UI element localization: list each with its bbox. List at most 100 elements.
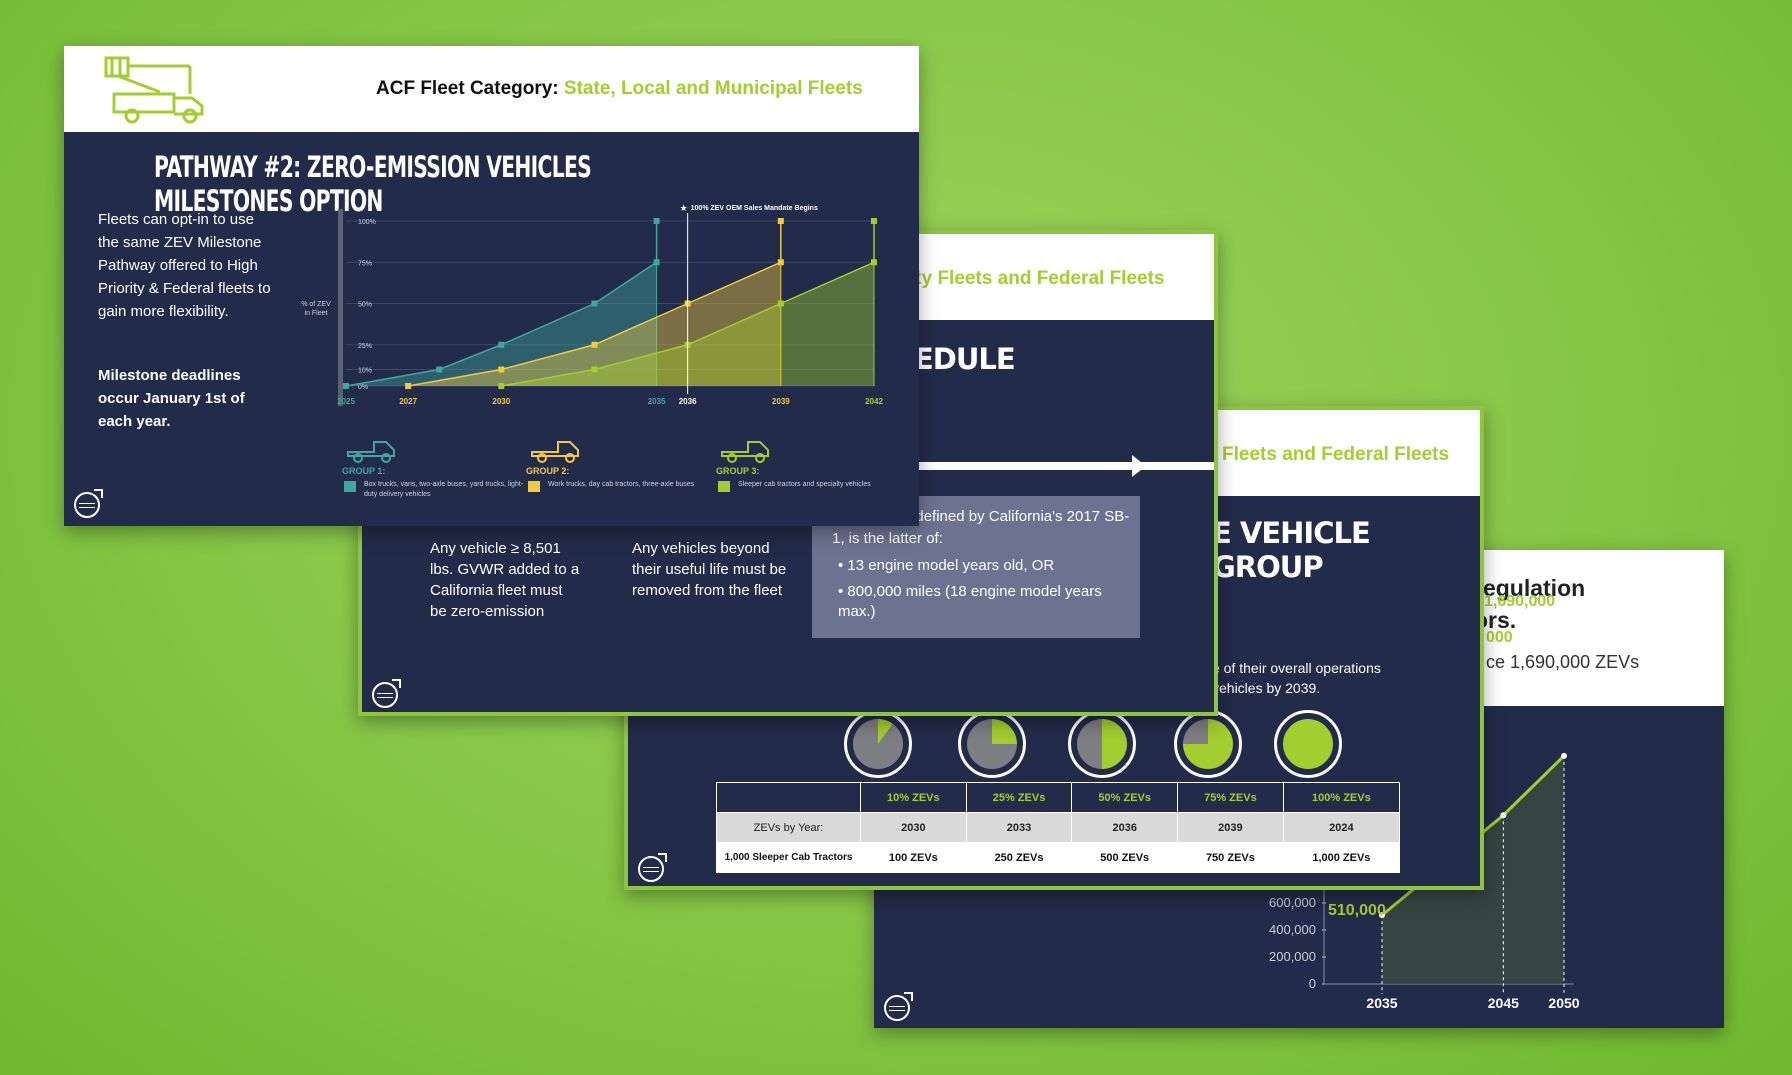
- slide-note: Milestone deadlines occur January 1st of…: [98, 367, 245, 430]
- zev-pie: [1274, 710, 1342, 778]
- table-header-cell: [716, 782, 861, 813]
- table-header-cell: 25% ZEVs: [965, 782, 1073, 813]
- data-point: [343, 383, 349, 389]
- data-label: 1,690,000: [1484, 593, 1555, 610]
- y-tick-label: 25%: [358, 343, 372, 350]
- zev-pie: [1174, 710, 1242, 778]
- volvo-logo-icon: [372, 679, 401, 708]
- x-tick-label: 2045: [1488, 995, 1519, 1011]
- table-cell: 2030: [860, 812, 967, 843]
- legend-desc: Work trucks, day cab tractors, three-axl…: [548, 481, 695, 488]
- x-tick-label: 2039: [772, 397, 790, 406]
- legend-entry: GROUP 3: Sleeper cab tractors and special…: [716, 434, 906, 492]
- data-point: [498, 366, 505, 373]
- zev-pie: [1068, 710, 1136, 778]
- zev-table-wrap: 10% ZEVs 25% ZEVs 50% ZEVs 75% ZEVs 100%…: [716, 782, 1401, 873]
- data-point: [777, 218, 784, 224]
- y-tick-label: 0%: [358, 384, 368, 391]
- slide-title: E VEHICLE GROUP: [1212, 516, 1371, 584]
- data-point: [871, 259, 877, 266]
- y-tick-label: 0: [1309, 976, 1316, 991]
- legend-swatch: [528, 481, 540, 492]
- series-area: [346, 221, 657, 386]
- truck-icon: [531, 441, 579, 463]
- data-point: [1500, 812, 1507, 819]
- header-category: Fleets and Federal Fleets: [1222, 444, 1450, 465]
- truck-icon: [721, 441, 769, 463]
- requirement-text-2: Any vehicles beyond their useful life mu…: [632, 540, 787, 599]
- table-cell: 2024: [1282, 812, 1401, 843]
- table-cell: 750 ZEVs: [1177, 842, 1284, 873]
- data-label: 510,000: [1328, 902, 1386, 919]
- volvo-logo-icon: [884, 992, 913, 1021]
- legend-swatch: [718, 481, 730, 492]
- volvo-logo-icon: [638, 853, 667, 882]
- star-icon: ★: [680, 203, 688, 213]
- y-axis-bar: [338, 209, 343, 406]
- zev-pie: [958, 710, 1026, 778]
- data-point: [1561, 752, 1567, 759]
- data-point: [436, 366, 443, 373]
- x-tick-label: 2035: [648, 397, 666, 406]
- y-tick-label: 10%: [358, 368, 372, 375]
- data-point: [591, 300, 598, 307]
- slide-title: EDULE: [914, 342, 1016, 376]
- table-cell: 500 ZEVs: [1071, 842, 1179, 873]
- truck-icon: [347, 441, 395, 463]
- slide-body: Fleets can opt-in to use the same ZEV Mi…: [98, 211, 271, 320]
- x-tick-label: 2025: [337, 397, 355, 406]
- table-cell: 2036: [1071, 812, 1179, 843]
- table-cell: 250 ZEVs: [965, 842, 1073, 873]
- slide-subtitle: ce 1,690,000 ZEVs: [1486, 652, 1640, 672]
- table-header-cell: 50% ZEVs: [1071, 782, 1179, 813]
- data-point: [871, 218, 877, 224]
- data-point: [591, 366, 598, 373]
- x-tick-label: 2042: [865, 397, 883, 406]
- data-point: [405, 383, 412, 389]
- zev-pie: [844, 710, 912, 778]
- y-tick-label: 75%: [358, 260, 372, 267]
- data-label: 000: [1486, 629, 1513, 646]
- y-tick-label: 50%: [358, 302, 372, 309]
- legend-entry: GROUP 2: Work trucks, day cab tractors, t…: [526, 434, 716, 492]
- table-cell: ZEVs by Year:: [716, 812, 861, 843]
- x-tick-label: 2027: [399, 397, 417, 406]
- table-cell: 100 ZEVs: [860, 842, 967, 873]
- bucket-truck-icon: [104, 56, 204, 124]
- slide-title: PATHWAY #2: ZERO-EMISSION VEHICLES MILES…: [154, 150, 592, 218]
- zev-table: 10% ZEVs 25% ZEVs 50% ZEVs 75% ZEVs 100%…: [716, 782, 1401, 873]
- data-point: [777, 300, 784, 307]
- arrow-head-icon: [1132, 455, 1146, 477]
- table-cell: 1,000 Sleeper Cab Tractors: [716, 842, 861, 873]
- chart-annotation: 100% ZEV OEM Sales Mandate Begins: [691, 205, 818, 212]
- table-cell: 2039: [1177, 812, 1284, 843]
- header-title: ACF Fleet Category: State, Local and Mun…: [376, 78, 863, 99]
- table-cell: 1,000 ZEVs: [1282, 842, 1401, 873]
- data-point: [777, 259, 784, 266]
- legend-swatch: [344, 481, 356, 492]
- table-header-cell: 75% ZEVs: [1177, 782, 1284, 813]
- list-item: • 800,000 miles (18 engine model years m…: [838, 583, 1102, 620]
- legend-group-label: GROUP 2:: [526, 466, 570, 476]
- header-category: ity Fleets and Federal Fleets: [910, 268, 1165, 289]
- legend-group-label: GROUP 3:: [716, 466, 760, 476]
- data-point: [653, 259, 660, 266]
- y-tick-label: 600,000: [1269, 895, 1316, 910]
- timeline-arrow: [912, 462, 1214, 470]
- x-tick-label: 2050: [1548, 995, 1579, 1011]
- legend-entry: GROUP 1:Box trucks, vans, two-axle buses…: [342, 434, 532, 500]
- series-area: [501, 221, 874, 386]
- volvo-logo-icon: [74, 489, 103, 518]
- list-item: • 13 engine model years old, OR: [838, 557, 1055, 574]
- requirement-text-1: Any vehicle ≥ 8,501 lbs. GVWR added to a…: [430, 540, 580, 620]
- slide-header: ACF Fleet Category: State, Local and Mun…: [64, 46, 919, 132]
- y-tick-label: 200,000: [1269, 949, 1316, 964]
- useful-life-list: • 13 engine model years old, OR • 800,00…: [838, 556, 1128, 622]
- legend-desc: Sleeper cab tractors and specialty vehic…: [738, 481, 871, 488]
- legend-group-label: GROUP 1:: [342, 466, 386, 476]
- y-tick-label: 400,000: [1269, 922, 1316, 937]
- slide-body: e of their overall operations vehicles b…: [1212, 660, 1381, 696]
- slide-pathway-2: ACF Fleet Category: State, Local and Mun…: [64, 46, 919, 526]
